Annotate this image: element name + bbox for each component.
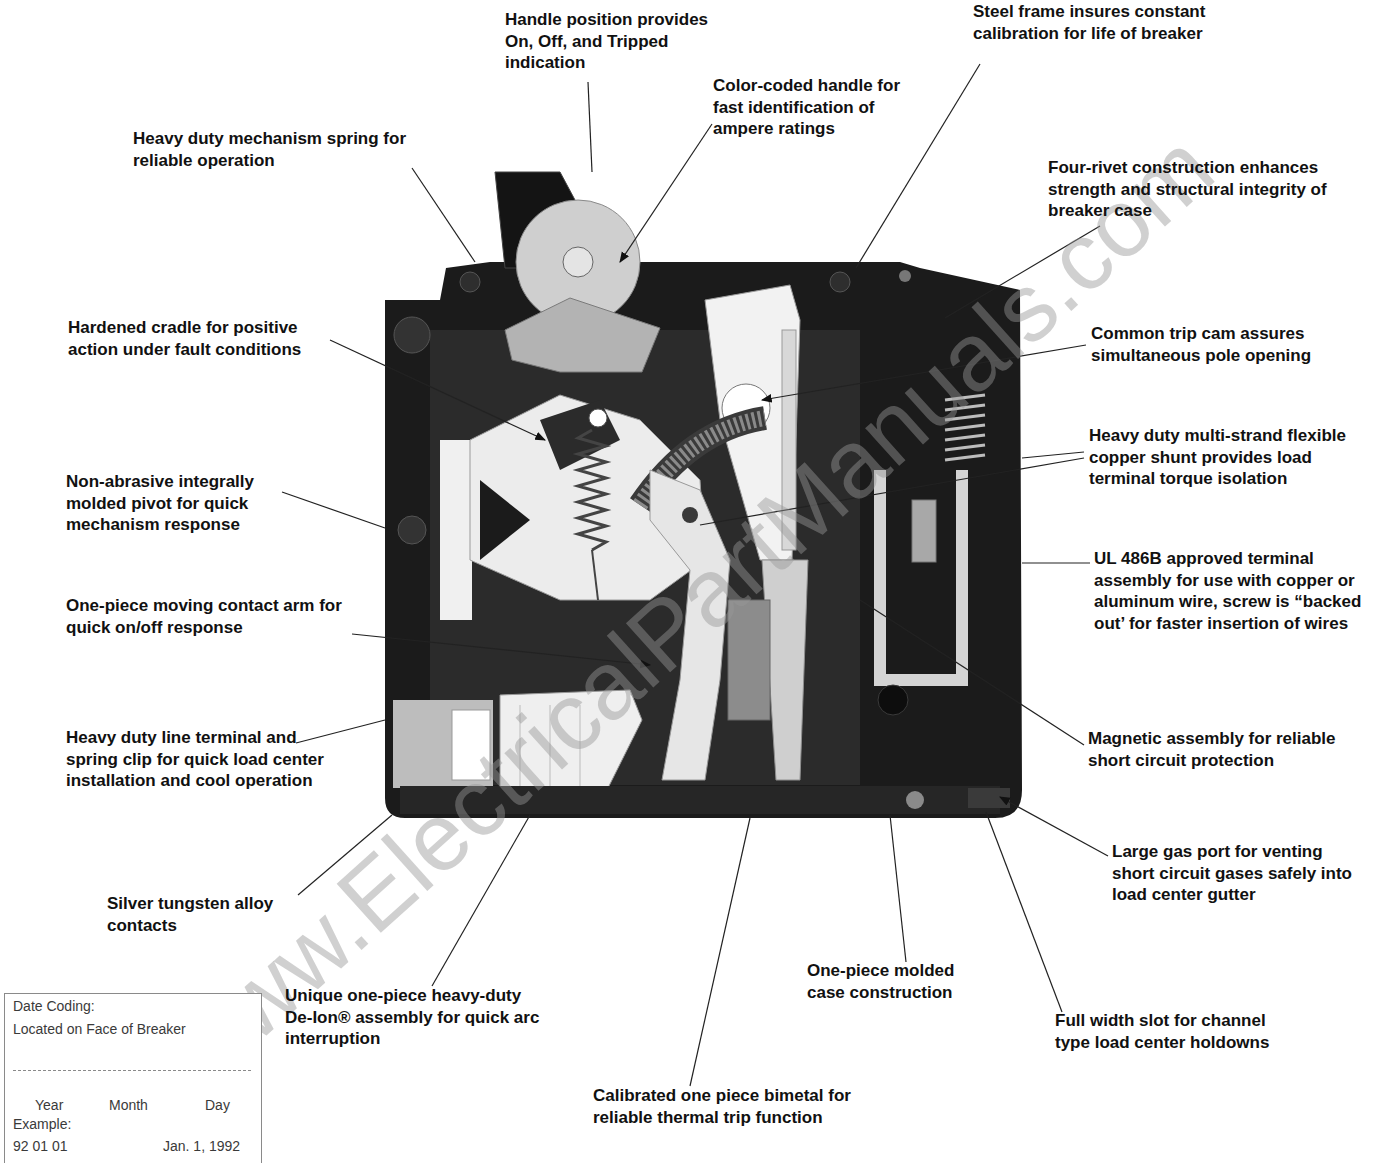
mechanism-spring [578, 430, 606, 600]
case-base [906, 791, 924, 809]
divider-rule [13, 1070, 251, 1071]
callout-label: Large gas port for venting short circuit… [1112, 841, 1354, 906]
leader-line [890, 815, 906, 962]
box-text: Jan. 1, 1992 [163, 1138, 240, 1154]
cradle-mechanism [589, 409, 607, 427]
box-text: Day [205, 1097, 230, 1113]
callout-label: Calibrated one piece bimetal for reliabl… [593, 1085, 888, 1128]
handle [495, 172, 660, 372]
load-terminal [878, 685, 908, 715]
callout-label: Silver tungsten alloy contacts [107, 893, 302, 936]
leader-line [588, 82, 592, 172]
box-text: Month [109, 1097, 148, 1113]
leader-line [1000, 797, 1108, 856]
box-text: Example: [13, 1116, 71, 1132]
load-terminal [945, 455, 985, 460]
load-terminal [912, 500, 936, 562]
handle [563, 247, 593, 277]
mechanism-spring [592, 550, 598, 600]
callout-label: Steel frame insures constant calibration… [973, 1, 1241, 44]
leader-line [860, 600, 1084, 745]
leader-line [282, 492, 385, 528]
cradle-mechanism [540, 400, 620, 470]
callout-label: Unique one-piece heavy-duty De-Ion® asse… [285, 985, 553, 1050]
callout-label: Non-abrasive integrally molded pivot for… [66, 471, 281, 536]
box-text: Date Coding: [13, 998, 95, 1014]
callout-label: Heavy duty line terminal and spring clip… [66, 727, 331, 792]
cradle-mechanism [480, 480, 530, 560]
breaker-case [398, 516, 426, 544]
handle [505, 298, 660, 372]
leader-line [1022, 452, 1084, 458]
moving-contact-arm [682, 507, 698, 523]
leader-line [690, 818, 750, 1086]
mechanism-spring [578, 430, 606, 550]
callout-label: Hardened cradle for positive action unde… [68, 317, 330, 360]
box-text: Located on Face of Breaker [13, 1021, 186, 1037]
breaker-case [899, 270, 911, 282]
callout-label: Common trip cam assures simultaneous pol… [1091, 323, 1339, 366]
callout-label: One-piece molded case construction [807, 960, 979, 1003]
info-box: Date Coding: Located on Face of BreakerYe… [4, 993, 262, 1163]
callout-label: Full width slot for channel type load ce… [1055, 1010, 1300, 1053]
callout-label: UL 486B approved terminal assembly for u… [1094, 548, 1366, 634]
box-text: Year [35, 1097, 63, 1113]
callout-label: Heavy duty mechanism spring for reliable… [133, 128, 413, 171]
callout-label: Color-coded handle for fast identificati… [713, 75, 908, 140]
callout-label: Magnetic assembly for reliable short cir… [1088, 728, 1372, 771]
cradle-mechanism [440, 440, 472, 620]
callout-label: Heavy duty multi-strand flexible copper … [1089, 425, 1367, 490]
leader-line [296, 720, 385, 743]
callout-label: One-piece moving contact arm for quick o… [66, 595, 351, 638]
leader-line [620, 124, 712, 262]
leader-line [412, 168, 475, 262]
breaker-case [394, 317, 430, 353]
callout-label: Handle position provides On, Off, and Tr… [505, 9, 740, 74]
breaker-case [830, 272, 850, 292]
leader-line [986, 812, 1062, 1012]
case-base [968, 788, 1010, 808]
callout-label: Four-rivet construction enhances strengt… [1048, 157, 1348, 222]
box-text: 92 01 01 [13, 1138, 68, 1154]
breaker-case [460, 272, 480, 292]
leader-line [330, 340, 545, 440]
leader-line [1022, 562, 1090, 563]
